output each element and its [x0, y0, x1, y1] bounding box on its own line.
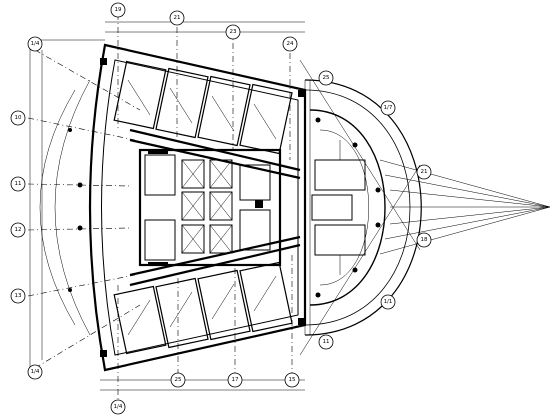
- vertical-grid: [117, 14, 293, 405]
- axis-bubble-left: [10, 288, 26, 304]
- axis-label-corners: 1/4: [31, 369, 40, 375]
- axis-bubble-bottom: [318, 334, 334, 350]
- axis-bubble-corners: [27, 364, 43, 380]
- axis-label-top: 19: [115, 7, 122, 13]
- axis-bubble-corners: [27, 36, 43, 52]
- axis-bubble-left: [10, 176, 26, 192]
- axis-bubbles: 19 21 23 24 25 10 11 12 13 1/4 25 17 15 11 1/7 21 18 1/1 1…: [10, 2, 432, 415]
- axis-bubble-right: [416, 164, 432, 180]
- axis-bubble-top: [169, 10, 185, 26]
- axis-label-bottom: 11: [323, 339, 330, 345]
- axis-label-left: 11: [15, 181, 22, 187]
- axis-label-bottom: 1/4: [114, 404, 123, 410]
- structural-columns: [68, 58, 381, 357]
- axis-label-right: 1/7: [384, 105, 393, 111]
- axis-bubble-top: [225, 24, 241, 40]
- spire: [299, 59, 551, 356]
- building-outline: [88, 43, 307, 372]
- top-rooms: [113, 60, 293, 155]
- axis-label-bottom: 17: [232, 377, 239, 383]
- axis-label-left: 12: [15, 227, 22, 233]
- axis-label-right: 18: [421, 237, 428, 243]
- axis-label-left: 13: [15, 293, 22, 299]
- axis-label-right: 21: [421, 169, 428, 175]
- axis-bubble-top: [282, 36, 298, 52]
- axis-bubble-top: [318, 70, 334, 86]
- left-arcs: [39, 79, 91, 336]
- axis-bubble-left: [10, 222, 26, 238]
- axis-bubble-left: [10, 110, 26, 126]
- axis-bubble-bottom: [170, 372, 186, 388]
- axis-label-top: 24: [287, 41, 294, 47]
- axis-bubble-top: [110, 2, 126, 18]
- axis-bubble-bottom: [284, 372, 300, 388]
- axis-label-bottom: 25: [175, 377, 182, 383]
- axis-label-left: 10: [15, 115, 22, 121]
- left-radial-grid: [27, 49, 141, 369]
- axis-label-right: 1/1: [384, 299, 393, 305]
- bottom-rooms: [113, 261, 293, 355]
- axis-label-bottom: 15: [289, 377, 296, 383]
- axis-bubble-right: [380, 100, 396, 116]
- dimension-lines: [29, 21, 305, 391]
- axis-bubble-bottom: [227, 372, 243, 388]
- axis-bubble-bottom: [110, 399, 126, 415]
- axis-bubble-right: [416, 232, 432, 248]
- east-wing-rooms: [311, 140, 366, 275]
- axis-label-corners: 1/4: [31, 41, 40, 47]
- axis-label-top: 21: [174, 15, 181, 21]
- east-wing: [304, 79, 422, 336]
- central-core: [138, 148, 282, 267]
- axis-label-top: 25: [323, 75, 330, 81]
- axis-label-top: 23: [230, 29, 237, 35]
- axis-bubble-right: [380, 294, 396, 310]
